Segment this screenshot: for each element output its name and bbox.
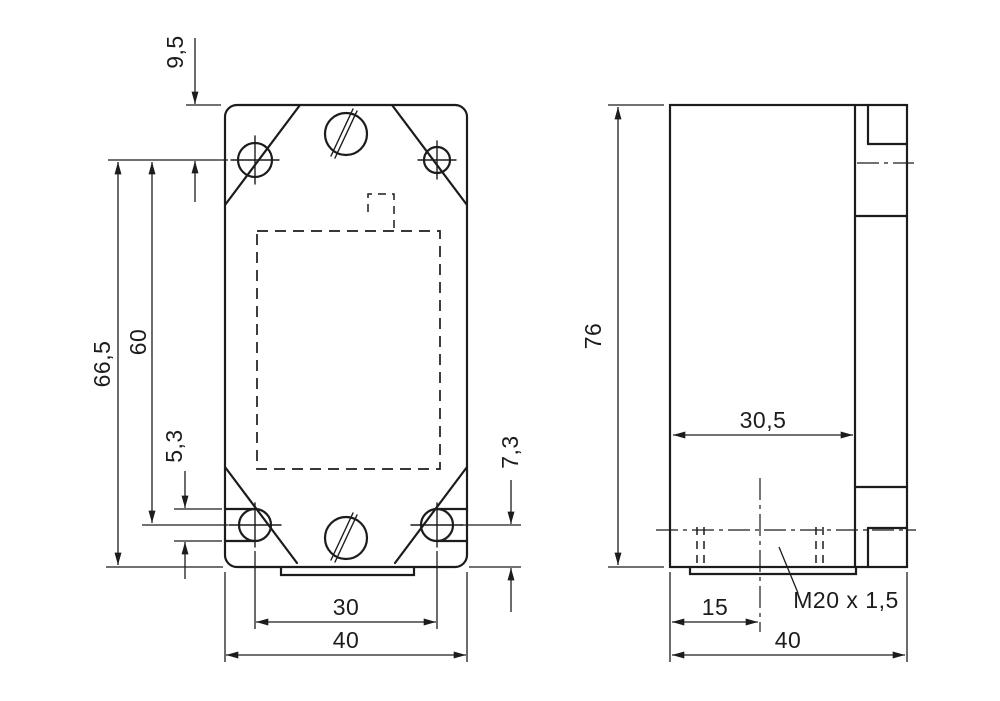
side-bottom-boss — [853, 485, 909, 569]
dim-side-entry-center-offset: 15 — [702, 594, 729, 620]
front-view — [223, 103, 469, 577]
dim-side-conduit-thread: M20 x 1,5 — [793, 587, 899, 613]
front-body-outline — [223, 103, 469, 569]
front-bottom-tab — [279, 565, 416, 577]
thread-leader-line — [778, 546, 799, 594]
hidden-cover-window — [256, 230, 441, 470]
top-cover-screw — [323, 108, 369, 159]
dim-front-height-below-hole: 66,5 — [89, 341, 115, 388]
dim-side-overall-depth: 40 — [775, 627, 802, 653]
front-cover-chamfer-lines — [223, 103, 469, 565]
dim-front-overall-width: 40 — [333, 627, 360, 653]
bottom-cover-screw — [323, 512, 369, 563]
mounting-slot-bottom-right — [410, 502, 469, 548]
side-view — [656, 103, 916, 632]
front-dimension-lines — [114, 38, 515, 659]
mounting-hole-top-right — [417, 140, 457, 180]
front-dimension-extension-lines — [106, 104, 521, 662]
hidden-conduit-thread-lines — [696, 527, 824, 566]
side-body-outline — [668, 103, 909, 569]
dim-side-overall-height: 76 — [580, 323, 606, 350]
dim-front-slot-width: 5,3 — [161, 429, 187, 462]
side-bottom-plate — [688, 565, 858, 576]
dim-front-top-hole-offset: 9,5 — [162, 35, 188, 68]
mounting-slot-bottom-left — [223, 502, 282, 548]
dim-front-horizontal-hole-pitch: 30 — [333, 594, 360, 620]
hidden-plunger-contour — [367, 193, 395, 230]
side-dimension-extension-lines — [608, 104, 908, 662]
side-dimension-lines — [614, 106, 906, 659]
dim-side-depth-to-step: 30,5 — [740, 407, 787, 433]
mounting-hole-top-left — [230, 135, 280, 185]
dim-front-vertical-hole-pitch: 60 — [125, 329, 151, 356]
side-top-boss — [853, 103, 909, 218]
dim-front-bottom-hole-offset: 7,3 — [497, 435, 523, 468]
